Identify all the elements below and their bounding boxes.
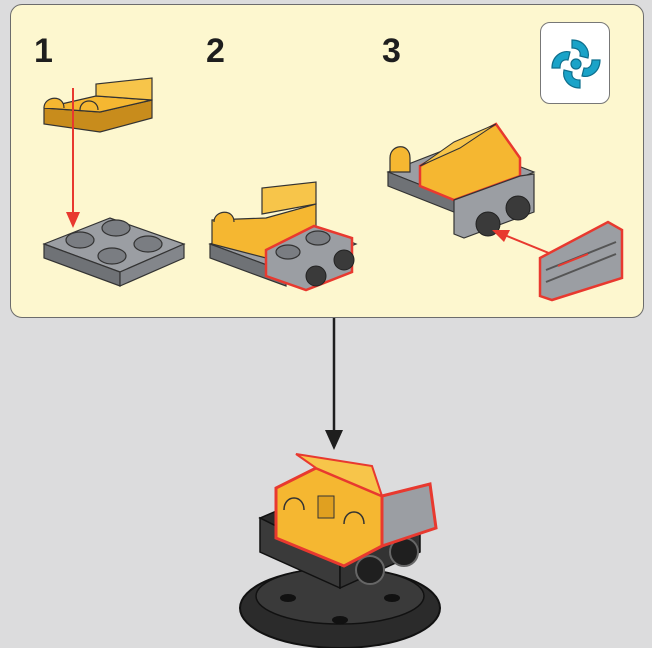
step3-gray-rail (536, 214, 626, 304)
lego-dimensions-badge (540, 22, 610, 104)
step-number-1: 1 (34, 34, 53, 68)
step3-assembly (384, 112, 554, 232)
step-number-2: 2 (206, 34, 225, 68)
result-arrow (324, 318, 344, 458)
step2-assembly (206, 180, 366, 300)
lego-dimensions-logo-icon (541, 23, 611, 105)
step1-gray-plate (40, 200, 190, 290)
final-model (232, 448, 452, 648)
step-number-3: 3 (382, 34, 401, 68)
step1-yellow-bracket (40, 70, 160, 130)
